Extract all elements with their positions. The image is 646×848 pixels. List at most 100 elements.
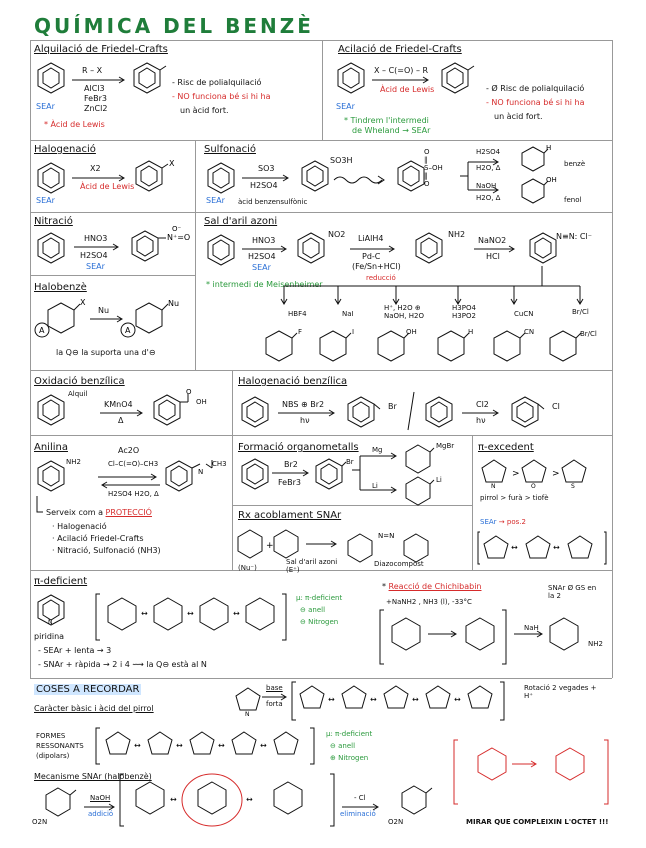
aniline-ring <box>37 460 65 492</box>
pyridine-note: - SNAr + ràpida → 2 i 4 ⟿ la Q⊖ està al … <box>38 660 207 669</box>
key-line: ⊖ anell <box>330 742 356 750</box>
pyrrole-dipolar-resonance: ↔ ↔ ↔ ↔ <box>95 727 315 765</box>
base-label: base <box>266 684 283 692</box>
note-line: - Risc de polialquilació <box>172 78 262 87</box>
branch-tree <box>280 266 584 305</box>
section-heading-alquilacio: Alquilació de Friedel-Crafts <box>34 44 168 55</box>
svg-text:↔: ↔ <box>553 543 560 552</box>
branch-reagent: CuCN <box>514 310 534 318</box>
reaction-arrow <box>98 473 157 481</box>
product-name: fenol <box>564 196 582 204</box>
svg-text:S: S <box>571 483 575 490</box>
reaction-arrow <box>72 174 125 182</box>
forta-label: forta <box>266 700 283 708</box>
section-heading-acilacio: Acilació de Friedel-Crafts <box>338 44 462 55</box>
section-heading-halog-benz: Halogenació benzílica <box>238 376 348 387</box>
li-label: Li <box>372 482 378 490</box>
wheland-resonance: ↔ ↔ <box>477 531 607 565</box>
branch-arrows <box>352 452 397 494</box>
divider <box>232 505 472 506</box>
svg-text:↔: ↔ <box>412 695 419 704</box>
svg-text:X: X <box>169 159 175 168</box>
reaction-arrow <box>90 315 123 323</box>
snar-note: SNAr Ø GS en la 2 <box>548 584 597 600</box>
branch-reagent: H3PO4 H3PO2 <box>452 304 476 320</box>
branch-product: I <box>352 328 355 336</box>
reagent-cl2: Cl2 <box>476 400 489 409</box>
acid-name: àcid benzensulfònic <box>238 198 308 206</box>
catalyst-febr3: FeBr3 <box>84 94 107 103</box>
o2n-label: O2N <box>388 818 404 826</box>
svg-text:OH: OH <box>546 176 557 184</box>
section-heading-organometalls: Formació organometalls <box>238 442 359 453</box>
reagent-nu: Nu <box>98 306 110 315</box>
halobenze-note: la Q⊖ la suporta una d'⊖ <box>56 348 156 357</box>
section-heading-snar-acopl: Rx acoblament SNAr <box>238 510 342 521</box>
branch-reagent: Br/Cl <box>572 308 589 316</box>
reaction-arrow <box>72 76 125 84</box>
nitro-product: N⁺=OO⁻ <box>131 225 190 262</box>
benzene-ring <box>37 62 65 94</box>
product-ring <box>441 62 475 94</box>
nh2-group: NH2 <box>448 230 466 239</box>
nh2-group: NH2 <box>66 458 81 466</box>
benzene-ring: H <box>521 144 551 172</box>
svg-text:N: N <box>245 711 250 718</box>
benzene-ring <box>207 162 235 194</box>
svg-text:↔: ↔ <box>176 741 183 750</box>
snar-mech-heading: Mecanisme SNAr (halobenzè) <box>34 772 152 781</box>
svg-text:↔: ↔ <box>218 741 225 750</box>
reagent: H2SO4 <box>476 148 501 156</box>
reaction-arrow <box>242 245 287 253</box>
nitro-resonance-red <box>453 739 609 805</box>
chichibabin-scheme <box>379 609 579 665</box>
ch3-group: CH3 <box>212 460 227 468</box>
reactivity-order: pirrol > furà > tiofè <box>480 494 549 502</box>
svg-text:H: H <box>546 144 551 152</box>
svg-text:A: A <box>39 326 45 335</box>
key-line: ⊖ anell <box>300 606 326 614</box>
nitrophenol-ring <box>401 785 433 815</box>
o2n-label: O2N <box>32 818 48 826</box>
benzene-ring <box>37 232 65 264</box>
svg-text:N⁺=O: N⁺=O <box>167 233 190 242</box>
sear-label: SEAr <box>36 196 55 205</box>
svg-text:O⁻: O⁻ <box>172 225 182 233</box>
svg-text:↔: ↔ <box>141 609 148 618</box>
reagent-heat: Δ <box>118 416 124 425</box>
anilina-note: Serveix com a PROTECCIÓ <box>46 508 152 517</box>
product-ring <box>377 330 410 362</box>
reverse-arrow <box>101 481 160 489</box>
cl-product: Cl <box>552 402 560 411</box>
meisenheimer-resonance: ↔ ↔ <box>119 773 335 827</box>
reaction-arrow <box>100 409 143 417</box>
pyrrole-heading: Caràcter bàsic i àcid del pirrol <box>34 704 154 713</box>
acetanilide: N <box>165 460 213 492</box>
product-ring <box>301 160 329 192</box>
reagent: NaOH <box>476 182 497 190</box>
reagent-rx: R – X <box>82 66 103 75</box>
divider <box>472 435 473 570</box>
divider <box>612 40 613 678</box>
pyrrole-ring: N <box>235 687 261 718</box>
svg-text:+: + <box>266 541 274 551</box>
diazo-label: Diazocompost <box>374 560 424 568</box>
diazo-group: N≡N: Cl⁻ <box>556 232 592 241</box>
formes-label: FORMES <box>36 732 66 740</box>
branch-reagent: NaI <box>342 310 354 318</box>
anilina-note: · Nitració, Sulfonació (NH3) <box>52 546 161 555</box>
reagent: H2O, Δ <box>476 164 501 172</box>
key-line: ⊕ Nitrogen <box>330 754 369 762</box>
x-label: X <box>80 298 86 307</box>
pyridine-resonance: ↔ ↔ ↔ <box>95 593 287 641</box>
pyridine-ring: N <box>37 594 65 626</box>
product-ring <box>347 396 381 428</box>
eliminacio-label: eliminació <box>340 810 376 818</box>
section-heading-coses: COSES A RECORDAR <box>34 684 142 695</box>
sear-label: SEAr <box>336 102 355 111</box>
branch-product: CN <box>524 328 535 336</box>
catalyst-lewis: Àcid de Lewis <box>380 85 435 94</box>
branch-product: OH <box>406 328 417 336</box>
catalyst-zncl2: ZnCl2 <box>84 104 108 113</box>
note-line: - Ø Risc de polialquilació <box>486 84 585 93</box>
